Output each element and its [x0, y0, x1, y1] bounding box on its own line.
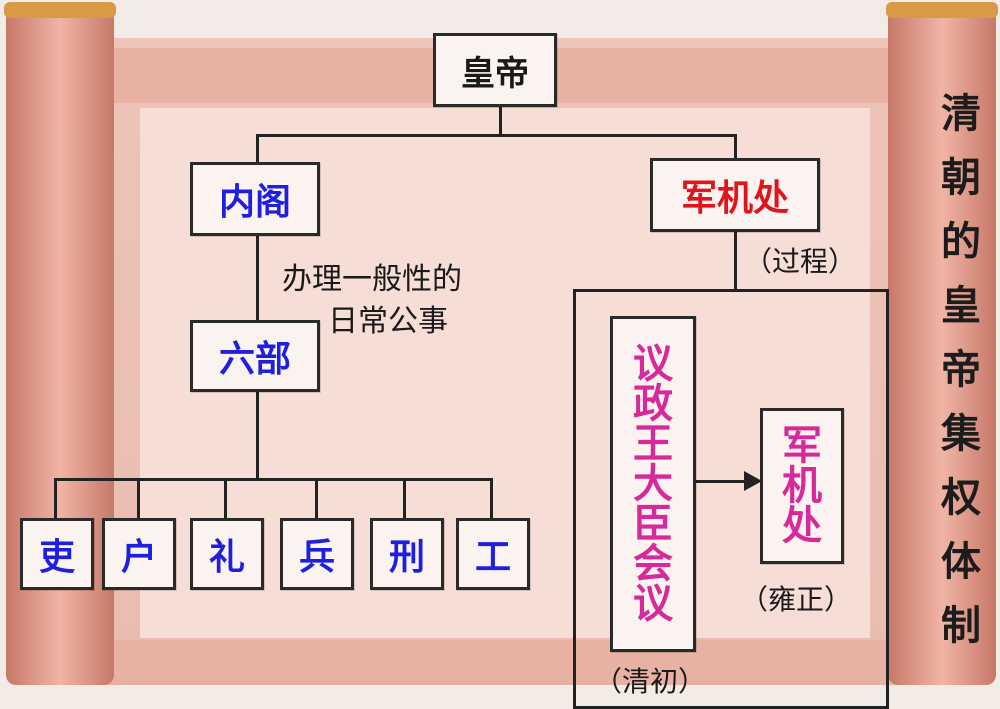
yizheng-char: 议 [633, 341, 673, 387]
vertical-title: 清朝的皇帝集权体制 [930, 82, 992, 658]
line-emperor-down [499, 104, 502, 136]
line-dept-2 [224, 478, 227, 520]
note-yongzheng: （雍正） [740, 583, 853, 616]
right-rod [888, 6, 996, 685]
node-dept-bing: 兵 [280, 518, 354, 590]
node-dept-hu: 户 [102, 518, 176, 590]
line-top-horizontal [256, 134, 737, 137]
vertical-title-char: 体 [941, 538, 981, 585]
arrow-head-icon [744, 471, 762, 491]
line-junjichu-down [734, 230, 737, 290]
line-neige-liubu [256, 232, 259, 322]
note-neige-duty-line2: 日常公事 [328, 304, 448, 339]
left-rod [6, 6, 114, 685]
node-junjichu-inner: 军机处 [760, 408, 844, 564]
line-dept-0 [54, 478, 57, 520]
junjichu-inner-char: 处 [782, 503, 822, 549]
line-dept-5 [490, 478, 493, 520]
line-liubu-down [256, 390, 259, 480]
node-yizheng-council: 议政王大臣会议 [610, 316, 696, 652]
node-liubu: 六部 [190, 320, 320, 392]
note-neige-duty-line1: 办理一般性的 [282, 262, 462, 297]
vertical-title-char: 的 [941, 218, 981, 265]
yizheng-char: 臣 [633, 501, 673, 547]
left-rod-cap [4, 2, 116, 18]
note-qingchu: （清初） [594, 665, 707, 698]
dept-label: 户 [120, 537, 157, 578]
vertical-title-char: 皇 [941, 282, 981, 329]
dept-label: 刑 [388, 537, 425, 578]
node-dept-xing: 刑 [370, 518, 444, 590]
node-junjichu-top: 军机处 [650, 158, 820, 232]
line-dept-3 [315, 478, 318, 520]
line-dept-4 [403, 478, 406, 520]
node-liubu-label: 六部 [218, 339, 291, 380]
node-emperor-label: 皇帝 [461, 53, 529, 94]
note-guocheng: （过程） [744, 245, 857, 278]
dept-label: 吏 [38, 537, 75, 578]
line-dept-1 [137, 478, 140, 520]
arrow-line [696, 480, 752, 483]
right-rod-cap [886, 2, 998, 18]
vertical-title-char: 权 [941, 474, 981, 521]
node-dept-li-official: 吏 [20, 518, 94, 590]
junjichu-inner-char: 军 [782, 423, 822, 469]
junjichu-inner-char: 机 [782, 463, 822, 509]
dept-label: 礼 [208, 537, 245, 578]
line-to-junjichu [734, 134, 737, 160]
dept-label: 工 [474, 537, 511, 578]
vertical-title-char: 制 [941, 602, 981, 649]
node-emperor: 皇帝 [433, 33, 557, 107]
node-neige-label: 内阁 [218, 182, 291, 223]
yizheng-char: 会 [633, 541, 673, 587]
vertical-title-char: 朝 [941, 154, 981, 201]
yizheng-char: 议 [633, 581, 673, 627]
node-junjichu-top-label: 军机处 [680, 178, 789, 219]
dept-label: 兵 [298, 537, 335, 578]
vertical-title-char: 清 [941, 90, 981, 137]
yizheng-char: 王 [633, 421, 673, 467]
line-dept-horizontal [54, 478, 493, 481]
line-to-neige [256, 134, 259, 164]
yizheng-char: 政 [633, 381, 673, 427]
node-neige: 内阁 [190, 162, 320, 236]
pattern-band-bottom [110, 640, 890, 685]
yizheng-char: 大 [633, 461, 673, 507]
vertical-title-char: 集 [941, 410, 981, 457]
node-dept-gong: 工 [456, 518, 530, 590]
node-dept-li-rites: 礼 [190, 518, 264, 590]
vertical-title-char: 帝 [941, 346, 981, 393]
